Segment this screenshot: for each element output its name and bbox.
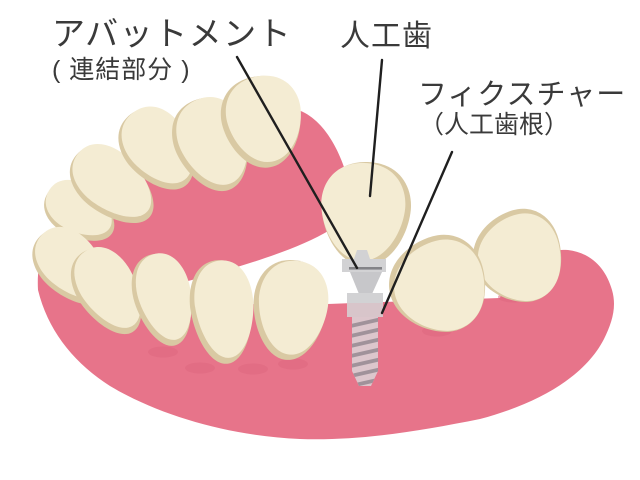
screw-thread (352, 347, 378, 358)
tooth (321, 162, 411, 266)
tooth-shadow (148, 346, 178, 358)
molar-teeth (389, 208, 562, 332)
label-fixture: フィクスチャー (418, 79, 627, 111)
leader-line-fixture (380, 150, 454, 315)
tooth-shadow (185, 362, 215, 374)
label-abutment-sub: ( 連結部分 ) (52, 56, 191, 84)
fixture-collar (347, 293, 383, 304)
label-artificial-tooth: 人工歯 (340, 20, 433, 53)
tooth (131, 253, 192, 346)
tooth (253, 260, 329, 360)
implant-crown-tooth (321, 162, 411, 266)
abutment-taper (350, 272, 382, 294)
leader-lines (235, 55, 454, 315)
fixture-screw-threads (352, 317, 378, 386)
screw-thread (352, 337, 378, 348)
screw-thread (352, 327, 378, 338)
tooth (473, 208, 562, 302)
leader-line-artificial-tooth (368, 58, 384, 198)
tooth (389, 234, 486, 332)
near-tooth-row (32, 226, 329, 364)
tooth (70, 247, 142, 335)
tooth-shadow (278, 358, 308, 370)
screw-thread (352, 367, 378, 378)
tooth-shadow (238, 363, 268, 375)
fixture-collar-buried (347, 303, 383, 317)
tooth (189, 260, 254, 364)
implant-fixture (347, 293, 383, 386)
far-tooth-row (44, 75, 301, 241)
label-fixture-sub: （人工歯根） (419, 111, 570, 139)
screw-thread (352, 357, 378, 368)
screw-thread (352, 317, 378, 328)
label-abutment: アバットメント (52, 15, 293, 52)
gum-jaw-body (37, 217, 615, 440)
tooth (220, 75, 301, 168)
abutment-post (354, 250, 370, 259)
abutment-flange (342, 259, 386, 272)
implant-abutment (342, 250, 386, 294)
leader-line-abutment (235, 55, 359, 270)
abutment-seam-line (349, 267, 382, 270)
